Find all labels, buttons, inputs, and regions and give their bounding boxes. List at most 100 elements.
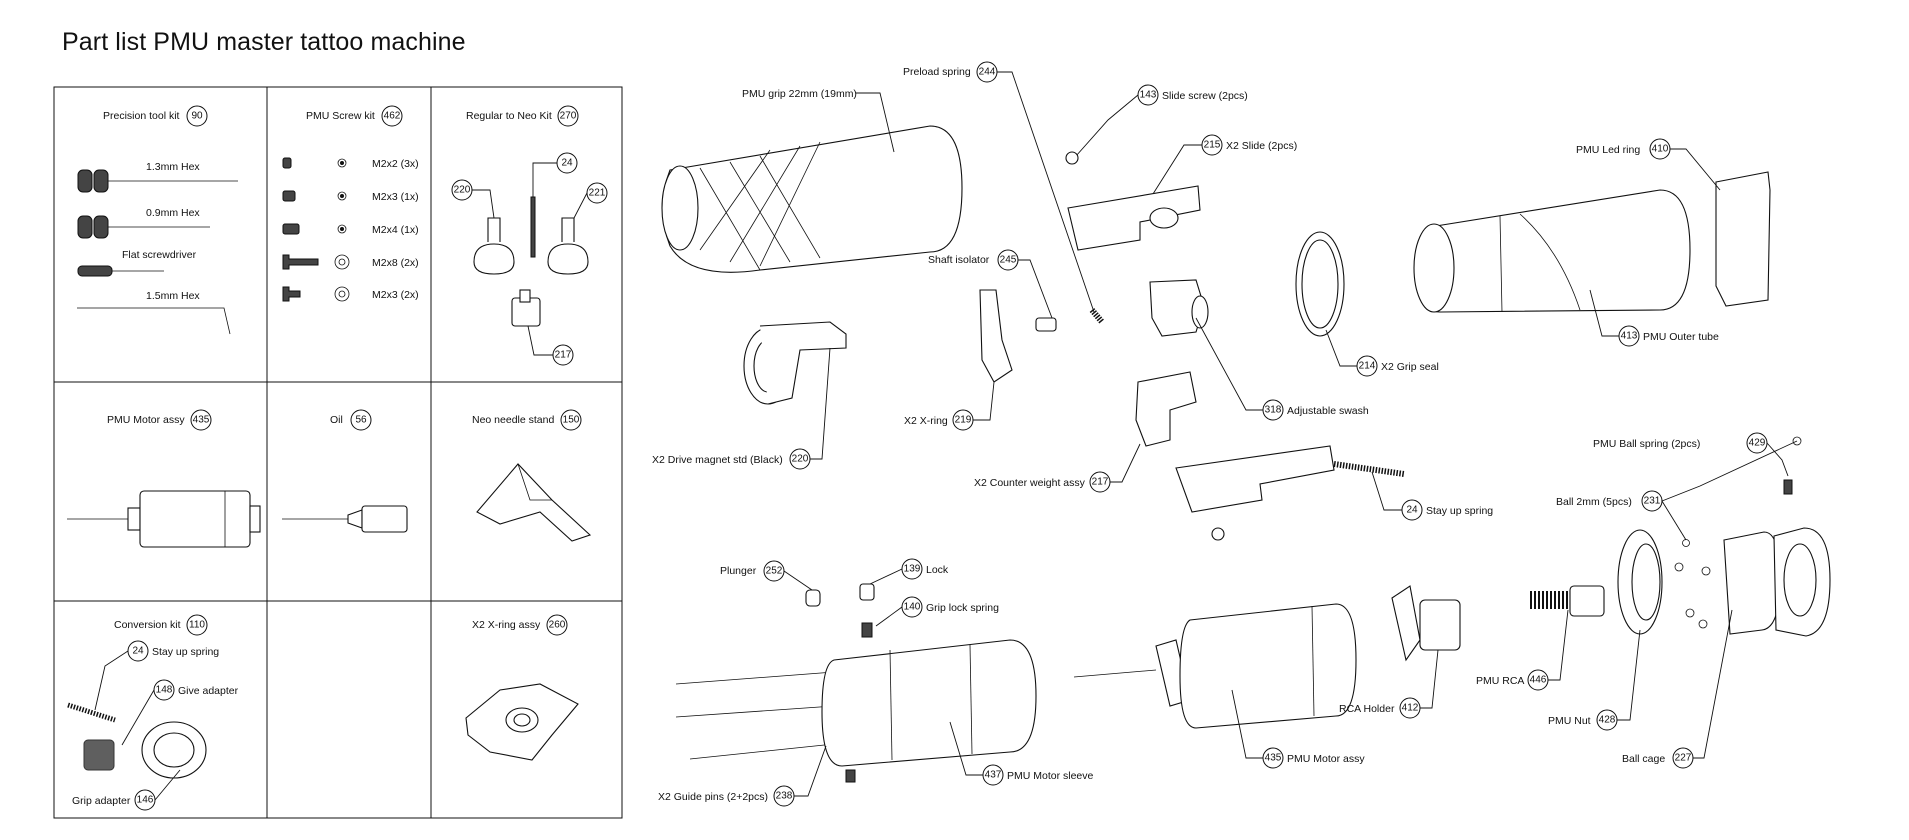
callout-number: 429: [1749, 438, 1766, 449]
callout-number: 139: [904, 564, 921, 575]
kit-oil: Oil 56: [330, 409, 372, 431]
part-label: Give adapter: [178, 685, 239, 697]
kit-x-ring-assy: X2 X-ring assy 260: [472, 614, 568, 636]
callout-number: 245: [1000, 255, 1017, 266]
callout-number: 214: [1359, 361, 1376, 372]
kit-title: PMU Screw kit: [306, 110, 375, 122]
tool-label: 1.3mm Hex: [146, 161, 200, 173]
callout-number: 140: [904, 602, 921, 613]
tool-label: 1.5mm Hex: [146, 290, 200, 302]
callout-number: 244: [979, 67, 996, 78]
kit-number: 150: [563, 415, 580, 426]
callout-number: 428: [1599, 715, 1616, 726]
screw-label: M2x3 (1x): [372, 191, 419, 203]
callout-number: 238: [776, 791, 793, 802]
callout-number: 220: [792, 454, 809, 465]
screw-list: M2x2 (3x) M2x3 (1x) M2x4 (1x) M2x8 (2x) …: [282, 157, 419, 302]
callout-label: PMU Ball spring (2pcs): [1593, 438, 1700, 450]
callout-label: PMU RCA: [1476, 675, 1524, 687]
callout-label: Lock: [926, 564, 949, 576]
callout-label: Stay up spring: [1426, 505, 1493, 517]
callout-number: 412: [1402, 703, 1419, 714]
callout-label: PMU Motor assy: [1287, 753, 1365, 765]
callout-label: Shaft isolator: [928, 254, 990, 266]
kit-precision-tool: Precision tool kit 90: [103, 105, 208, 127]
callout-number: 437: [985, 770, 1002, 781]
callout-grip-seal: 214 X2 Grip seal: [1295, 231, 1439, 377]
callout-lock: 139 Lock: [859, 558, 949, 601]
kit-conversion-parts: 24 Stay up spring 148 Give adapter 146 G…: [67, 640, 239, 811]
callout-label: Slide screw (2pcs): [1162, 90, 1248, 102]
callout-label: PMU Outer tube: [1643, 331, 1719, 343]
callout-number: 446: [1530, 675, 1547, 686]
kit-number: 110: [189, 620, 205, 631]
callout-slide-screw: 143 Slide screw (2pcs): [1065, 84, 1248, 165]
callout-number: 435: [1265, 753, 1282, 764]
callout-preload-spring: Preload spring 244: [903, 61, 1105, 324]
callout-label: Adjustable swash: [1287, 405, 1369, 417]
callout-ball-spring: PMU Ball spring (2pcs) 429: [1593, 432, 1802, 495]
screw-label: M2x2 (3x): [372, 158, 419, 170]
callout-number: 231: [1644, 496, 1661, 507]
callout-number: 24: [1406, 505, 1418, 516]
kit-needle-stand-drawing: [476, 463, 592, 542]
callout-label: X2 Drive magnet std (Black): [652, 454, 783, 466]
callout-counter-weight: X2 Counter weight assy 217: [974, 371, 1335, 541]
page-title: Part list PMU master tattoo machine: [62, 28, 466, 56]
tool-flat-screwdriver: Flat screwdriver: [77, 249, 197, 277]
tool-1-5mm-hex: 1.5mm Hex: [77, 290, 231, 335]
callout-number: 217: [1092, 477, 1109, 488]
callout-label: PMU Motor sleeve: [1007, 770, 1094, 782]
tool-0-9mm-hex: 0.9mm Hex: [77, 207, 210, 239]
callout-label: Grip lock spring: [926, 602, 999, 614]
callout-number: 227: [1675, 753, 1692, 764]
callout-label: RCA Holder: [1339, 703, 1395, 715]
callout-label: X2 Counter weight assy: [974, 477, 1086, 489]
part-number: 220: [454, 185, 471, 196]
callout-motor-assy: 435 PMU Motor assy: [1073, 603, 1365, 769]
kit-title: Precision tool kit: [103, 110, 180, 122]
kit-motor-drawing: [67, 490, 261, 548]
callout-plunger: Plunger 252: [720, 560, 821, 607]
callout-ball-2mm: Ball 2mm (5pcs) 231: [1556, 440, 1798, 629]
tool-label: 0.9mm Hex: [146, 207, 200, 219]
callout-outer-tube: 413 PMU Outer tube: [1413, 189, 1719, 347]
screw-label: M2x3 (2x): [372, 289, 419, 301]
callout-number: 410: [1652, 144, 1669, 155]
part-number: 24: [561, 158, 573, 169]
callout-number: 318: [1265, 405, 1282, 416]
kit-title: Neo needle stand: [472, 414, 554, 426]
callout-adjustable-swash: 318 Adjustable swash: [1149, 279, 1369, 421]
tool-1-3mm-hex: 1.3mm Hex: [77, 161, 238, 193]
part-label: Grip adapter: [72, 795, 131, 807]
kit-title: X2 X-ring assy: [472, 619, 541, 631]
kit-x-ring-drawing: [465, 683, 579, 761]
callout-guide-pins: X2 Guide pins (2+2pcs) 238: [658, 745, 856, 807]
callout-x2-x-ring: X2 X-ring 219: [904, 289, 1013, 431]
callout-rca-holder: RCA Holder 412: [1339, 585, 1461, 719]
kit-oil-drawing: [282, 505, 408, 533]
kit-number: 90: [191, 111, 203, 122]
callout-pmu-rca: PMU RCA 446: [1476, 585, 1605, 691]
callout-number: 143: [1140, 90, 1157, 101]
callout-label: Ball 2mm (5pcs): [1556, 496, 1632, 508]
screw-label: M2x4 (1x): [372, 224, 419, 236]
callout-number: 413: [1621, 331, 1638, 342]
part-number: 148: [156, 685, 173, 696]
part-number: 24: [132, 646, 144, 657]
callout-shaft-isolator: Shaft isolator 245: [928, 249, 1057, 332]
kit-title: Conversion kit: [114, 619, 181, 631]
kit-number: 270: [560, 111, 577, 122]
callout-label: X2 Grip seal: [1381, 361, 1439, 373]
neo-kit-parts: 220 24 221 217: [451, 152, 608, 366]
callout-number: 252: [766, 566, 783, 577]
part-label: Stay up spring: [152, 646, 219, 658]
part-number: 146: [137, 795, 154, 806]
callout-grip-lock-spring: 140 Grip lock spring: [861, 596, 999, 638]
callout-number: 215: [1204, 140, 1221, 151]
tool-label: Flat screwdriver: [122, 249, 197, 261]
kit-screw: PMU Screw kit 462: [306, 105, 403, 127]
callout-x2-slide: 215 X2 Slide (2pcs): [1067, 134, 1297, 251]
kit-number: 260: [549, 620, 566, 631]
